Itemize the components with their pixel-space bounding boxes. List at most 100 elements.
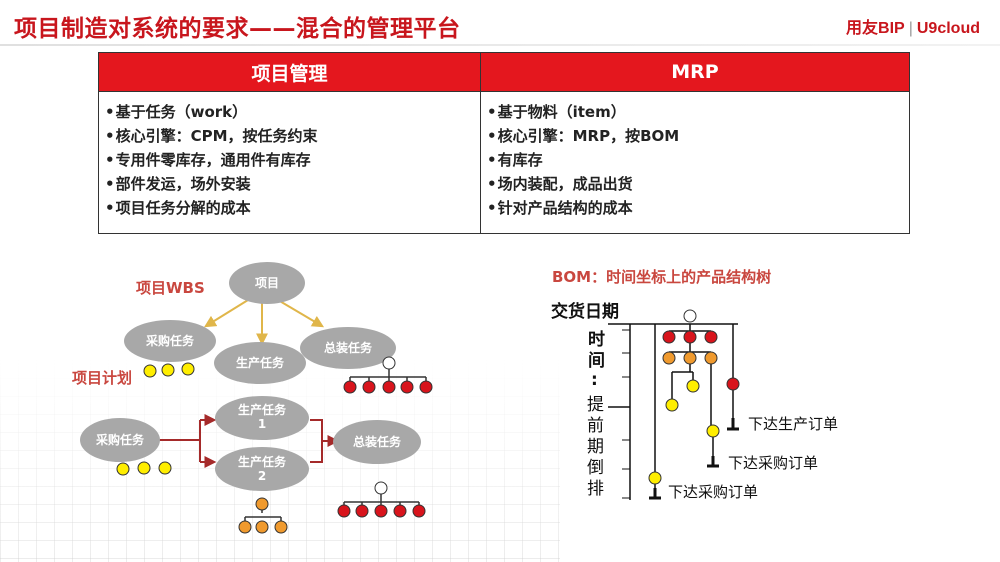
red-dot: [337, 504, 351, 518]
svg-text:时: 时: [588, 330, 605, 350]
red-dot: [400, 380, 414, 394]
page-title: 项目制造对系统的要求——混合的管理平台: [14, 16, 461, 42]
red-dot: [419, 380, 433, 394]
yellow-dot: [137, 461, 151, 475]
white-dot: [382, 356, 396, 370]
svg-text:排: 排: [587, 479, 604, 499]
red-dot: [726, 377, 740, 391]
svg-text:提: 提: [587, 395, 604, 415]
bom-vertical-label-normal: 提 前 期 倒 排: [587, 395, 604, 499]
wbs-node-production: 生产任务: [214, 342, 306, 384]
wbs-label: 项目WBS: [136, 279, 205, 297]
white-dot: [374, 481, 388, 495]
final-product-tree: [337, 481, 426, 518]
yellow-dot: [686, 379, 700, 393]
yellow-dot: [648, 471, 662, 485]
orange-dot: [662, 351, 676, 365]
yellow-dot: [706, 424, 720, 438]
order-marker-purchase-2: [649, 488, 661, 500]
column-header-mrp: MRP: [480, 52, 910, 92]
order-label-production: 下达生产订单: [748, 415, 838, 433]
production-product-tree: [238, 497, 288, 534]
plan-connector: [310, 419, 323, 463]
red-dot: [704, 330, 718, 344]
svg-text:前: 前: [587, 416, 604, 436]
orange-dot: [274, 520, 288, 534]
yellow-dot: [161, 363, 175, 377]
wbs-node-assembly: 总装任务: [300, 327, 396, 369]
mrp-column-cell: 基于物料（item） 核心引擎：MRP，按BOM 有库存 场内装配，成品出货 针…: [480, 91, 910, 234]
brand-logo: 用友BIP|U9cloud: [846, 20, 980, 37]
svg-text:生产任务: 生产任务: [236, 355, 285, 370]
red-dot: [374, 504, 388, 518]
yellow-dot: [143, 364, 157, 378]
plan-label: 项目计划: [72, 369, 133, 387]
yellow-dot: [181, 362, 195, 376]
list-item: 部件发运，场外安装: [105, 172, 474, 196]
svg-text:采购任务: 采购任务: [95, 432, 145, 447]
order-label-purchase: 下达采购订单: [668, 483, 758, 501]
wbs-root-node: 项目: [229, 262, 305, 304]
logo-u9cloud: U9cloud: [916, 20, 980, 37]
list-item: 基于物料（item）: [487, 100, 903, 124]
red-dot: [355, 504, 369, 518]
orange-dot: [255, 520, 269, 534]
red-dot: [412, 504, 426, 518]
list-item: 项目任务分解的成本: [105, 196, 474, 220]
bom-axis-title: 交货日期: [551, 301, 619, 322]
logo-bip: 用友BIP: [846, 20, 905, 37]
svg-text:总装任务: 总装任务: [353, 434, 402, 449]
yellow-dot: [665, 398, 679, 412]
list-item: 核心引擎：CPM，按任务约束: [105, 124, 474, 148]
project-column-cell: 基于任务（work） 核心引擎：CPM，按任务约束 专用件零库存，通用件有库存 …: [98, 91, 481, 234]
list-item: 专用件零库存，通用件有库存: [105, 148, 474, 172]
white-dot: [683, 309, 697, 323]
list-item: 场内装配，成品出货: [487, 172, 903, 196]
assembly-product-tree: [343, 356, 433, 394]
yellow-dot: [158, 461, 172, 475]
svg-text:项目: 项目: [255, 276, 279, 290]
list-item: 核心引擎：MRP，按BOM: [487, 124, 903, 148]
orange-dot: [255, 497, 269, 511]
list-item: 针对产品结构的成本: [487, 196, 903, 220]
bom-vertical-label: 时 间 :: [588, 330, 605, 390]
wbs-node-purchase: 采购任务: [124, 320, 216, 362]
yellow-dot: [116, 462, 130, 476]
orange-dot: [238, 520, 252, 534]
red-dot: [343, 380, 357, 394]
order-marker-production: [727, 418, 739, 431]
comparison-table: 项目管理 MRP 基于任务（work） 核心引擎：CPM，按任务约束 专用件零库…: [98, 52, 910, 234]
wbs-tree: 项目 采购任务 生产任务 总装任务: [124, 262, 433, 394]
svg-text:采购任务: 采购任务: [145, 333, 195, 348]
svg-text:间: 间: [588, 350, 605, 371]
red-dot: [393, 504, 407, 518]
order-marker-purchase-1: [707, 456, 719, 468]
svg-text::: :: [591, 370, 598, 390]
plan-node-assembly: 总装任务: [333, 420, 421, 464]
bom-tree-lines: [654, 324, 734, 497]
column-header-project: 项目管理: [98, 52, 481, 92]
wbs-arrow: [203, 299, 249, 328]
order-label-purchase: 下达采购订单: [728, 454, 818, 472]
bom-time-tree: 交货日期 时 间 : 提 前 期 倒 排: [551, 301, 838, 501]
plan-node-purchase: 采购任务: [80, 418, 160, 462]
red-dot: [683, 330, 697, 344]
orange-dot: [704, 351, 718, 365]
bom-title: BOM：时间坐标上的产品结构树: [552, 268, 772, 286]
red-dot: [662, 330, 676, 344]
orange-dot: [683, 351, 697, 365]
svg-text:总装任务: 总装任务: [324, 340, 373, 355]
list-item: 基于任务（work）: [105, 100, 474, 124]
svg-text:期: 期: [587, 437, 604, 457]
svg-text:倒: 倒: [587, 458, 604, 478]
wbs-arrow: [277, 299, 325, 328]
title-divider: [0, 44, 1000, 46]
red-dot: [362, 380, 376, 394]
red-dot: [382, 380, 396, 394]
